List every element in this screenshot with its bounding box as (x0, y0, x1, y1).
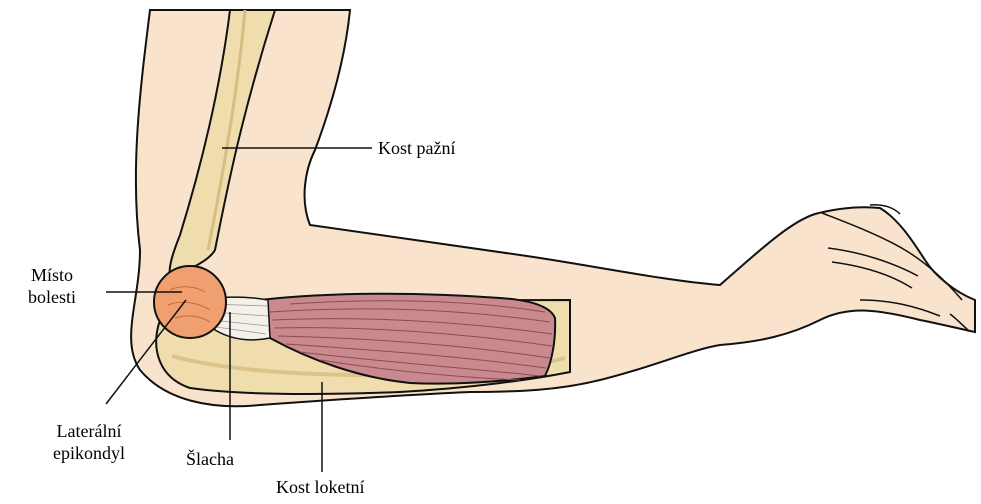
label-lateral-epicondyle-line1: Laterální (24, 420, 154, 442)
label-lateral-epicondyle: Laterální epikondyl (24, 420, 154, 464)
label-ulna: Kost loketní (276, 476, 365, 498)
label-pain-site-line2: bolesti (10, 286, 94, 308)
label-pain-site: Místo bolesti (10, 264, 94, 308)
label-humerus: Kost pažní (378, 137, 455, 159)
label-lateral-epicondyle-line2: epikondyl (24, 442, 154, 464)
label-pain-site-line1: Místo (10, 264, 94, 286)
label-tendon: Šlacha (186, 448, 234, 470)
